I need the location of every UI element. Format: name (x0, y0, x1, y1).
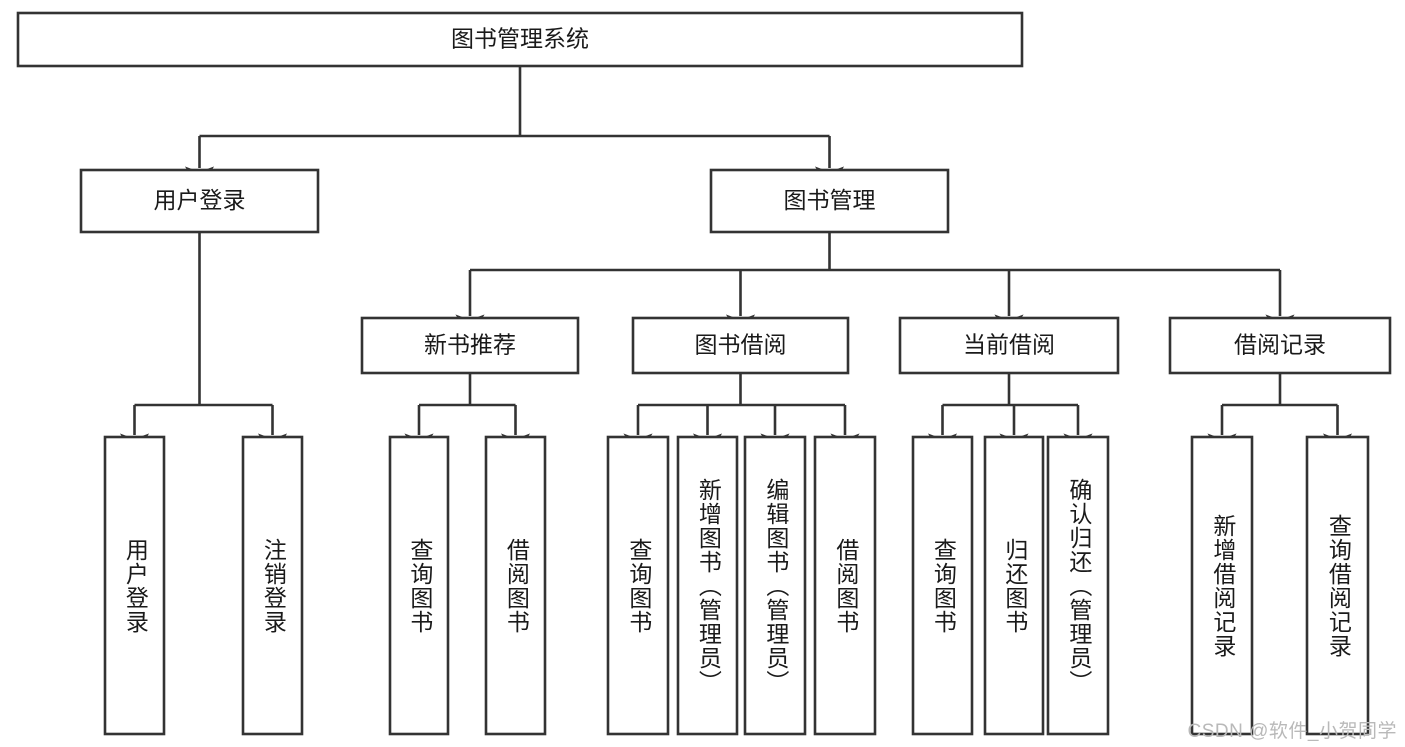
node-current-borrow[interactable] (898, 316, 1120, 375)
node-book-borrow[interactable] (631, 316, 850, 375)
node-book-manage[interactable] (709, 168, 950, 234)
node-leaf-query-book-3[interactable] (911, 435, 974, 736)
node-leaf-borrow-book-2[interactable] (813, 435, 877, 736)
node-borrow-record-label: 借阅记录 (1234, 332, 1326, 358)
node-leaf-edit-book[interactable] (743, 435, 807, 736)
node-user-login-label: 用户登录 (154, 187, 246, 213)
connector-layer (119, 66, 1353, 458)
node-leaf-borrow-book-1[interactable] (484, 435, 547, 736)
node-leaf-query-book-1[interactable] (388, 435, 450, 736)
node-book-borrow-label: 图书借阅 (695, 332, 787, 358)
node-book-manage-label: 图书管理 (784, 187, 876, 213)
node-borrow-record[interactable] (1168, 316, 1392, 375)
node-leaf-add-book[interactable] (676, 435, 739, 736)
node-leaf-user-login[interactable] (103, 435, 166, 736)
node-new-book-recommend-label: 新书推荐 (424, 332, 516, 358)
box-layer (16, 11, 1392, 736)
node-new-book-recommend[interactable] (360, 316, 580, 375)
node-leaf-logout[interactable] (241, 435, 304, 736)
node-user-login[interactable] (79, 168, 320, 234)
node-root[interactable] (16, 11, 1024, 68)
node-leaf-add-record[interactable] (1190, 435, 1254, 736)
node-leaf-query-record[interactable] (1305, 435, 1370, 736)
node-leaf-confirm-return[interactable] (1046, 435, 1110, 736)
node-leaf-query-book-2[interactable] (606, 435, 670, 736)
node-root-label: 图书管理系统 (451, 26, 589, 52)
node-leaf-return-book[interactable] (983, 435, 1045, 736)
node-current-borrow-label: 当前借阅 (963, 332, 1055, 358)
watermark: CSDN @软件_小贺同学 (1187, 721, 1397, 742)
